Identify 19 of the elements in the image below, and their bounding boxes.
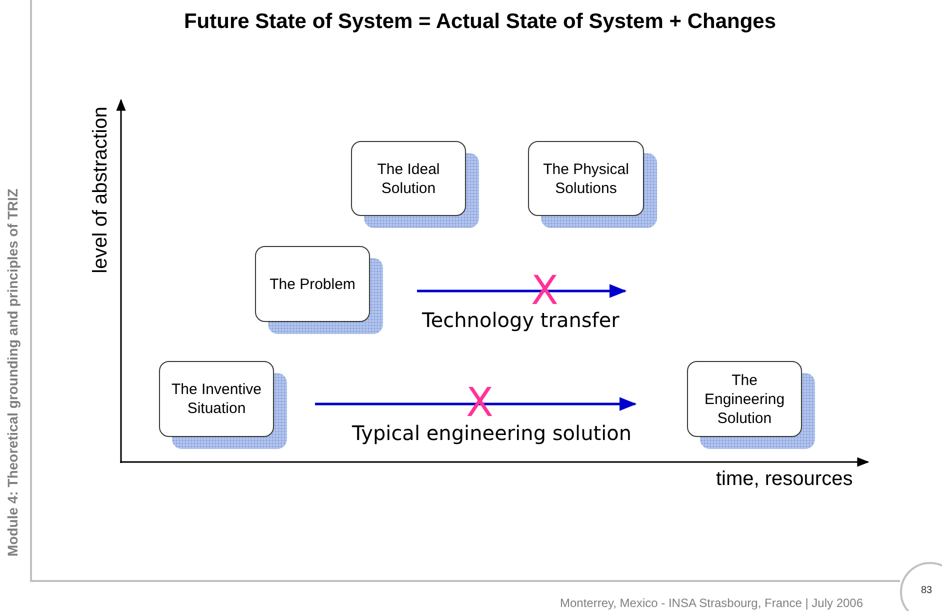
rounded-box [687,361,802,437]
footer-text: Monterrey, Mexico - INSA Strasbourg, France | July 2006 [560,595,864,611]
arrow [417,284,627,298]
box-text: The Engineering Solution [703,370,786,428]
arrow [315,397,637,411]
box-text: The Problem [270,274,356,294]
box-text: The Inventive Situation [170,380,263,418]
axis-label: time, resources [716,467,853,492]
rounded-box [159,361,274,437]
title: Future State of System = Actual State of System + Changes [182,9,778,35]
box-text: The Physical Solutions [542,160,630,198]
rounded-box [351,141,466,216]
rounded-box [528,141,644,216]
rounded-box [255,246,370,322]
edge-label: Typical engineering solution [352,420,632,447]
sidebar-text: Module 4: Theoretical grounding and principles of TRIZ [4,188,22,556]
edge-label: Technology transfer [422,307,620,334]
box-text: The Ideal Solution [376,160,441,198]
axis-label: level of abstraction [88,106,112,274]
